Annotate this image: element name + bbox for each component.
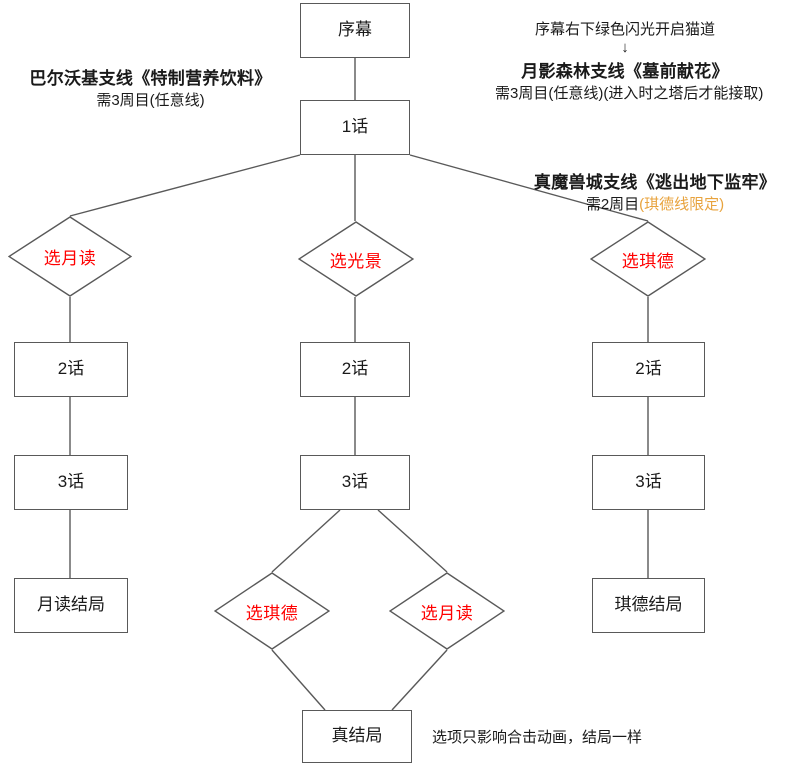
node-ep1[interactable]: 1话 [300,100,410,155]
node-left-ending-label: 月读结局 [37,595,105,615]
node-right-ep3-label: 3话 [635,472,662,492]
node-mid-ep2[interactable]: 2话 [300,342,410,397]
edge-mid-ep3-choice-b [377,509,448,573]
node-choice-qide-right-label: 选琪德 [621,251,675,271]
edge-choice-b-true-ending [391,649,448,711]
node-ep1-label: 1话 [341,117,369,137]
annotation-right-mid: 真魔兽城支线《逃出地下监牢》 需2周目(琪德线限定) [505,168,805,214]
annotation-right-mid-req-tint: (琪德线限定) [639,196,725,213]
node-left-ep2-label: 2话 [57,359,85,379]
node-choice-guangjing-label: 选光景 [329,251,383,271]
node-left-ep2[interactable]: 2话 [14,342,128,397]
diamond-shape [590,221,706,297]
down-arrow-icon: ↓ [621,39,629,56]
annotation-left-branch-title: 巴尔沃基支线《特制营养饮料》 [29,69,272,88]
note-bottom-text: 选项只影响合击动画，结局一样 [432,729,643,746]
node-left-ep3-label: 3话 [57,472,85,492]
edge-ep1-left-choice [69,154,301,217]
node-right-ending[interactable]: 琪德结局 [592,578,705,633]
node-right-ep3[interactable]: 3话 [592,455,705,510]
node-choice-qide-bottom[interactable]: 选琪德 [214,572,330,650]
note-cat-walk-trigger: 序幕右下绿色闪光开启猫道 [495,18,755,39]
node-choice-tsukuyomi-bottom[interactable]: 选月读 [389,572,505,650]
annotation-right-mid-req-plain: 需2周目 [585,196,640,213]
node-prologue-label: 序幕 [338,20,372,40]
node-mid-ep3-label: 3话 [341,472,369,492]
annotation-right-top-req: 需3周目(任意线)(进入时之塔后才能接取) [495,84,764,102]
annotation-left-branch-req: 需3周目(任意线) [96,92,205,109]
annotation-left-branch: 巴尔沃基支线《特制营养饮料》 需3周目(任意线) [8,64,293,110]
diamond-shape [389,572,505,650]
node-choice-tsukuyomi-left[interactable]: 选月读 [8,216,132,297]
note-bottom: 选项只影响合击动画，结局一样 [432,726,642,747]
annotation-right-mid-req: 需2周目(琪德线限定) [505,193,805,214]
node-choice-guangjing[interactable]: 选光景 [298,221,414,297]
node-true-ending[interactable]: 真结局 [302,710,412,763]
note-cat-walk-trigger-text: 序幕右下绿色闪光开启猫道 [534,21,715,38]
annotation-right-top-title: 月影森林支线《墓前献花》 [521,61,729,81]
node-choice-qide-right[interactable]: 选琪德 [590,221,706,297]
node-true-ending-label: 真结局 [331,726,383,746]
node-right-ep2[interactable]: 2话 [592,342,705,397]
node-choice-qide-bottom-label: 选琪德 [245,603,299,623]
edge-mid-ep3-choice-a [271,509,341,573]
node-prologue[interactable]: 序幕 [300,3,410,58]
node-left-ending[interactable]: 月读结局 [14,578,128,633]
annotation-right-top: ↓ 月影森林支线《墓前献花》 需3周目(任意线)(进入时之塔后才能接取) [495,39,764,103]
node-choice-tsukuyomi-left-label: 选月读 [43,249,97,268]
diamond-shape [214,572,330,650]
annotation-right-mid-title: 真魔兽城支线《逃出地下监牢》 [533,173,777,192]
diamond-shape [298,221,414,297]
node-choice-tsukuyomi-bottom-label: 选月读 [420,603,474,623]
node-mid-ep3[interactable]: 3话 [300,455,410,510]
node-right-ending-label: 琪德结局 [614,595,683,615]
node-right-ep2-label: 2话 [635,359,662,379]
node-left-ep3[interactable]: 3话 [14,455,128,510]
diamond-shape [8,216,132,297]
node-mid-ep2-label: 2话 [341,359,369,379]
edge-choice-a-true-ending [271,649,326,711]
